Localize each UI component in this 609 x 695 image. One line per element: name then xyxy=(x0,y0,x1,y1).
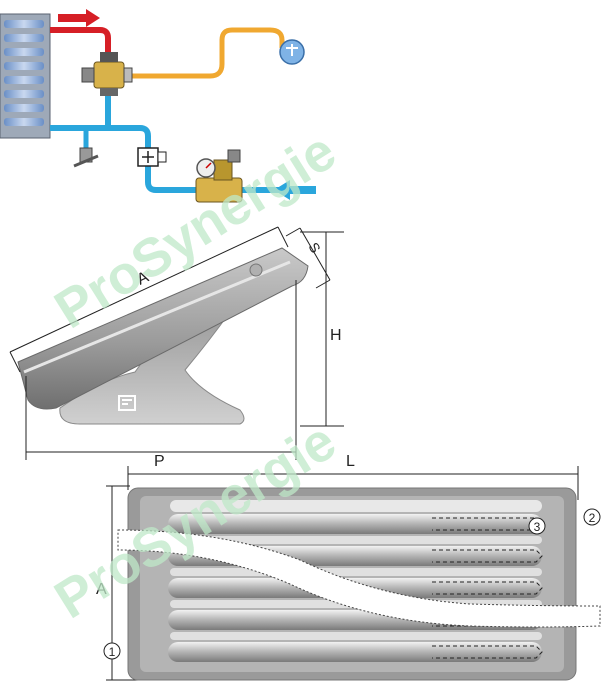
svg-text:2: 2 xyxy=(589,511,596,525)
hot-water-arrow-icon xyxy=(58,9,100,27)
cold-water-pipe-main xyxy=(50,125,200,193)
brand-logo-icon xyxy=(118,395,136,411)
collector-unit xyxy=(0,13,51,139)
hydraulic-schematic xyxy=(0,9,316,203)
callout-3: 3 xyxy=(528,517,546,535)
dim-label-L: L xyxy=(346,453,355,470)
cutaway-break xyxy=(117,529,601,628)
heating-tube xyxy=(168,514,542,534)
svg-text:1: 1 xyxy=(109,645,116,659)
hot-water-pipe xyxy=(50,27,111,62)
pressure-reducer-icon xyxy=(195,149,243,203)
cold-water-arrow-icon xyxy=(274,180,316,200)
profile-stand xyxy=(59,308,245,425)
callout-2: 2 xyxy=(583,508,601,526)
profile-view: A S H P xyxy=(9,226,344,470)
callout-1: 1 xyxy=(103,642,121,660)
mixed-water-pipe xyxy=(130,27,285,79)
profile-body xyxy=(17,247,309,410)
dim-label-A-front: A xyxy=(96,581,107,598)
front-view: L A xyxy=(96,453,601,681)
dim-label-P: P xyxy=(154,453,165,470)
drain-valve-icon xyxy=(73,147,99,168)
tap-outlet-icon xyxy=(279,39,305,65)
heating-tube xyxy=(168,642,542,662)
dim-label-H: H xyxy=(330,327,342,344)
mixing-valve-icon xyxy=(81,52,133,96)
svg-text:3: 3 xyxy=(534,520,541,534)
safety-valve-icon xyxy=(137,147,167,167)
